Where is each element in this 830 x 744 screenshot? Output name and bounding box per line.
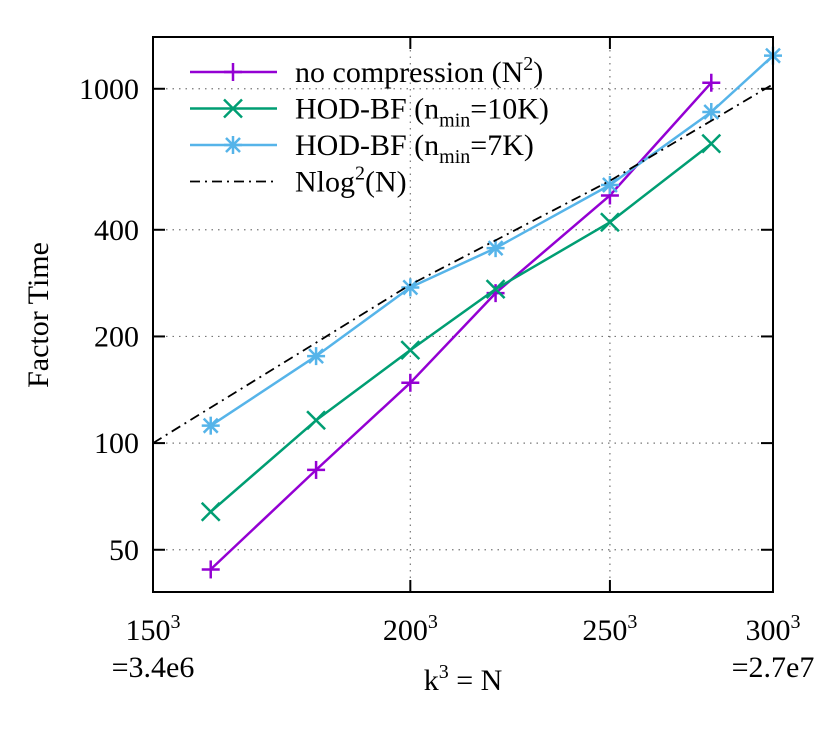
data-point (600, 212, 620, 233)
grid (153, 37, 773, 592)
data-point (701, 133, 722, 154)
axis-ticks: 50 100 200 400 1000 1503 =3.4e6 2003 2503 3003 =2.… (79, 37, 814, 684)
data-point (486, 239, 505, 258)
x-tick-sublabel: =2.7e7 (732, 651, 815, 684)
marker-stroke (402, 279, 419, 296)
legend: no compression (N2) HOD-BF (nmin=10K)HOD-… (190, 53, 549, 199)
legend-entry-3: HOD-BF (nmin=7K) (190, 129, 534, 168)
marker-stroke (600, 212, 620, 233)
marker-stroke (701, 133, 722, 154)
legend-label: Nlog2(N) (295, 163, 407, 199)
series-2 (200, 133, 722, 522)
x-tick-sublabel: =3.4e6 (112, 651, 195, 684)
data-point (201, 416, 220, 435)
marker-stroke (400, 340, 421, 360)
data-point (307, 347, 326, 366)
marker-stroke (485, 279, 506, 300)
legend-marker (224, 63, 242, 81)
legend-entry-1: no compression (N2) (190, 53, 543, 89)
series-3 (201, 46, 782, 435)
data-point (401, 373, 420, 392)
legend-marker (224, 136, 242, 154)
marker-stroke (202, 417, 219, 434)
data-point (306, 410, 326, 431)
legend-marker (223, 98, 243, 119)
marker-stroke (223, 98, 243, 119)
legend-entry-4: Nlog2(N) (190, 163, 407, 199)
legend-label: no compression (N2) (295, 53, 543, 89)
y-tick-label: 100 (94, 427, 139, 460)
plot-frame (152, 36, 774, 593)
data-point (600, 176, 619, 195)
data-point (307, 460, 326, 479)
series-line (209, 142, 713, 513)
series-line (209, 81, 713, 571)
data-point (702, 102, 721, 121)
marker-stroke (306, 410, 326, 431)
marker-stroke (703, 104, 720, 120)
y-tick-label: 1000 (79, 73, 139, 106)
marker-stroke (602, 177, 618, 193)
data-point (485, 279, 506, 300)
data-point (201, 560, 220, 579)
x-axis-label: k3 = N (424, 661, 503, 697)
x-tick-label: 3003 (746, 611, 801, 647)
marker-stroke (487, 240, 504, 257)
x-tick-label: 2503 (582, 611, 637, 647)
x-tick-label: 1503 (126, 611, 181, 647)
y-tick-label: 50 (109, 534, 139, 567)
plot-area (152, 46, 782, 579)
x-tick-label: 2003 (383, 611, 438, 647)
marker-stroke (225, 137, 241, 153)
y-tick-label: 200 (94, 320, 139, 353)
legend-entry-2: HOD-BF (nmin=10K) (190, 93, 549, 132)
data-point (702, 73, 721, 92)
legend-label: HOD-BF (nmin=7K) (295, 129, 534, 168)
y-axis-label: Factor Time (22, 242, 55, 388)
data-point (200, 501, 221, 522)
series-4 (152, 83, 774, 444)
series-1 (201, 73, 721, 579)
y-tick-label: 400 (94, 214, 139, 247)
series-line (152, 83, 774, 444)
legend-label: HOD-BF (nmin=10K) (295, 93, 549, 132)
data-point (400, 340, 421, 360)
marker-stroke (200, 501, 221, 522)
marker-stroke (308, 348, 324, 365)
